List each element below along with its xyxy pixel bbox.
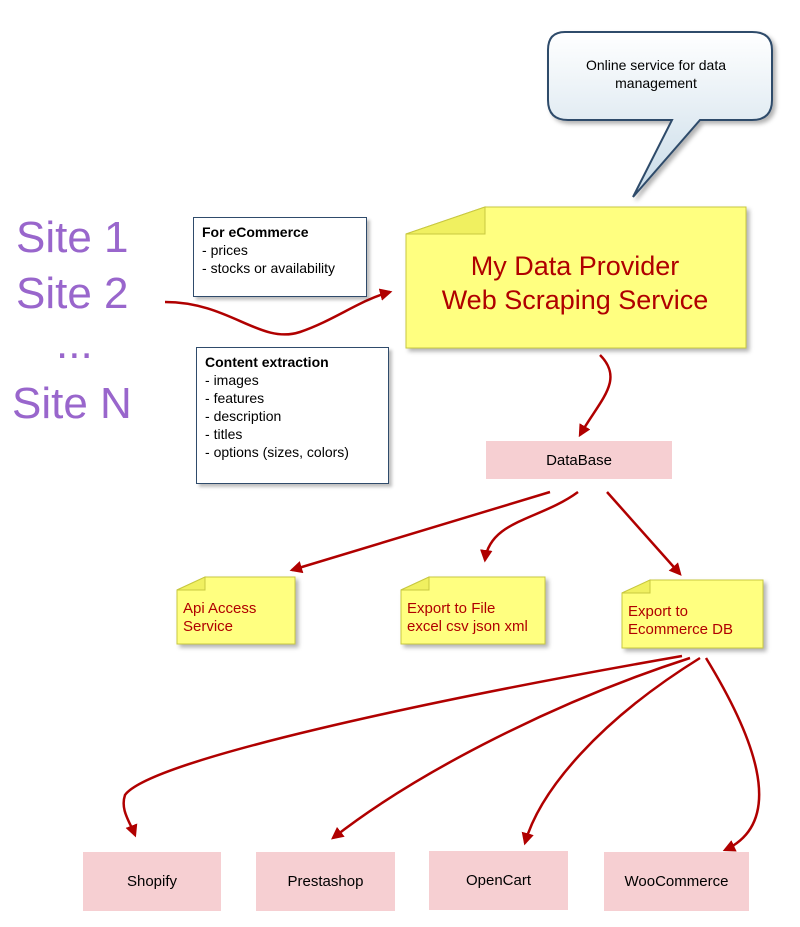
export-ecommerce-line-1: Export to	[628, 603, 689, 620]
arrow-database-to-ecommerce	[606, 491, 682, 576]
content-extraction-note: Content extraction images features descr…	[196, 347, 389, 484]
site-n-label: Site N	[12, 379, 132, 428]
callout-line-2: management	[615, 75, 697, 91]
content-note-list: images features description titles optio…	[205, 371, 380, 461]
site-dots-label: ...	[56, 319, 93, 368]
ecommerce-note-title: For eCommerce	[202, 224, 309, 240]
platform-shopify: Shopify	[83, 852, 221, 911]
arrow-service-to-database	[578, 354, 612, 438]
platform-woocommerce: WooCommerce	[604, 852, 749, 911]
export-file-text: Export to File excel csv json xml	[407, 600, 528, 636]
arrow-database-to-file	[480, 490, 579, 563]
export-ecommerce-note	[621, 579, 764, 649]
site-1-label: Site 1	[16, 213, 129, 262]
callout-text: Online service for data management	[556, 56, 756, 92]
ecommerce-note-list: prices stocks or availability	[202, 241, 358, 277]
arrow-ecommerce-to-woocommerce	[704, 657, 761, 852]
content-note-title: Content extraction	[205, 354, 329, 370]
export-ecommerce-text: Export to Ecommerce DB	[628, 603, 733, 639]
arrow-ecommerce-to-opencart	[521, 656, 701, 846]
database-box: DataBase	[486, 441, 672, 479]
content-note-item: options (sizes, colors)	[205, 443, 380, 461]
arrow-ecommerce-to-shopify	[122, 654, 683, 838]
content-note-item: description	[205, 407, 380, 425]
callout-line-1: Online service for data	[585, 57, 727, 73]
ecommerce-note-item: stocks or availability	[202, 259, 358, 277]
content-note-item: images	[205, 371, 380, 389]
ecommerce-note: For eCommerce prices stocks or availabil…	[193, 217, 367, 297]
main-service-line-2: Web Scraping Service	[441, 285, 709, 315]
export-ecommerce-line-2: Ecommerce DB	[628, 621, 734, 638]
platform-opencart: OpenCart	[429, 851, 568, 910]
content-note-item: features	[205, 389, 380, 407]
ecommerce-note-item: prices	[202, 241, 358, 259]
export-file-line-1: Export to File	[407, 600, 496, 617]
export-file-line-2: excel csv json xml	[407, 618, 528, 635]
arrow-sites-to-service	[164, 288, 393, 336]
export-file-note	[400, 576, 546, 645]
content-note-item: titles	[205, 425, 380, 443]
main-service-line-1: My Data Provider	[470, 251, 680, 281]
main-service-note	[405, 206, 747, 349]
callout-bubble	[547, 31, 773, 198]
arrow-database-to-api	[289, 490, 551, 574]
site-2-label: Site 2	[16, 269, 129, 318]
arrow-ecommerce-to-prestashop	[331, 656, 691, 840]
api-access-note	[176, 576, 296, 645]
main-service-text: My Data Provider Web Scraping Service	[405, 249, 745, 317]
api-access-line-1: Api Access	[183, 600, 257, 617]
platform-prestashop: Prestashop	[256, 852, 395, 911]
api-access-text: Api Access Service	[183, 600, 256, 636]
api-access-line-2: Service	[183, 618, 234, 635]
